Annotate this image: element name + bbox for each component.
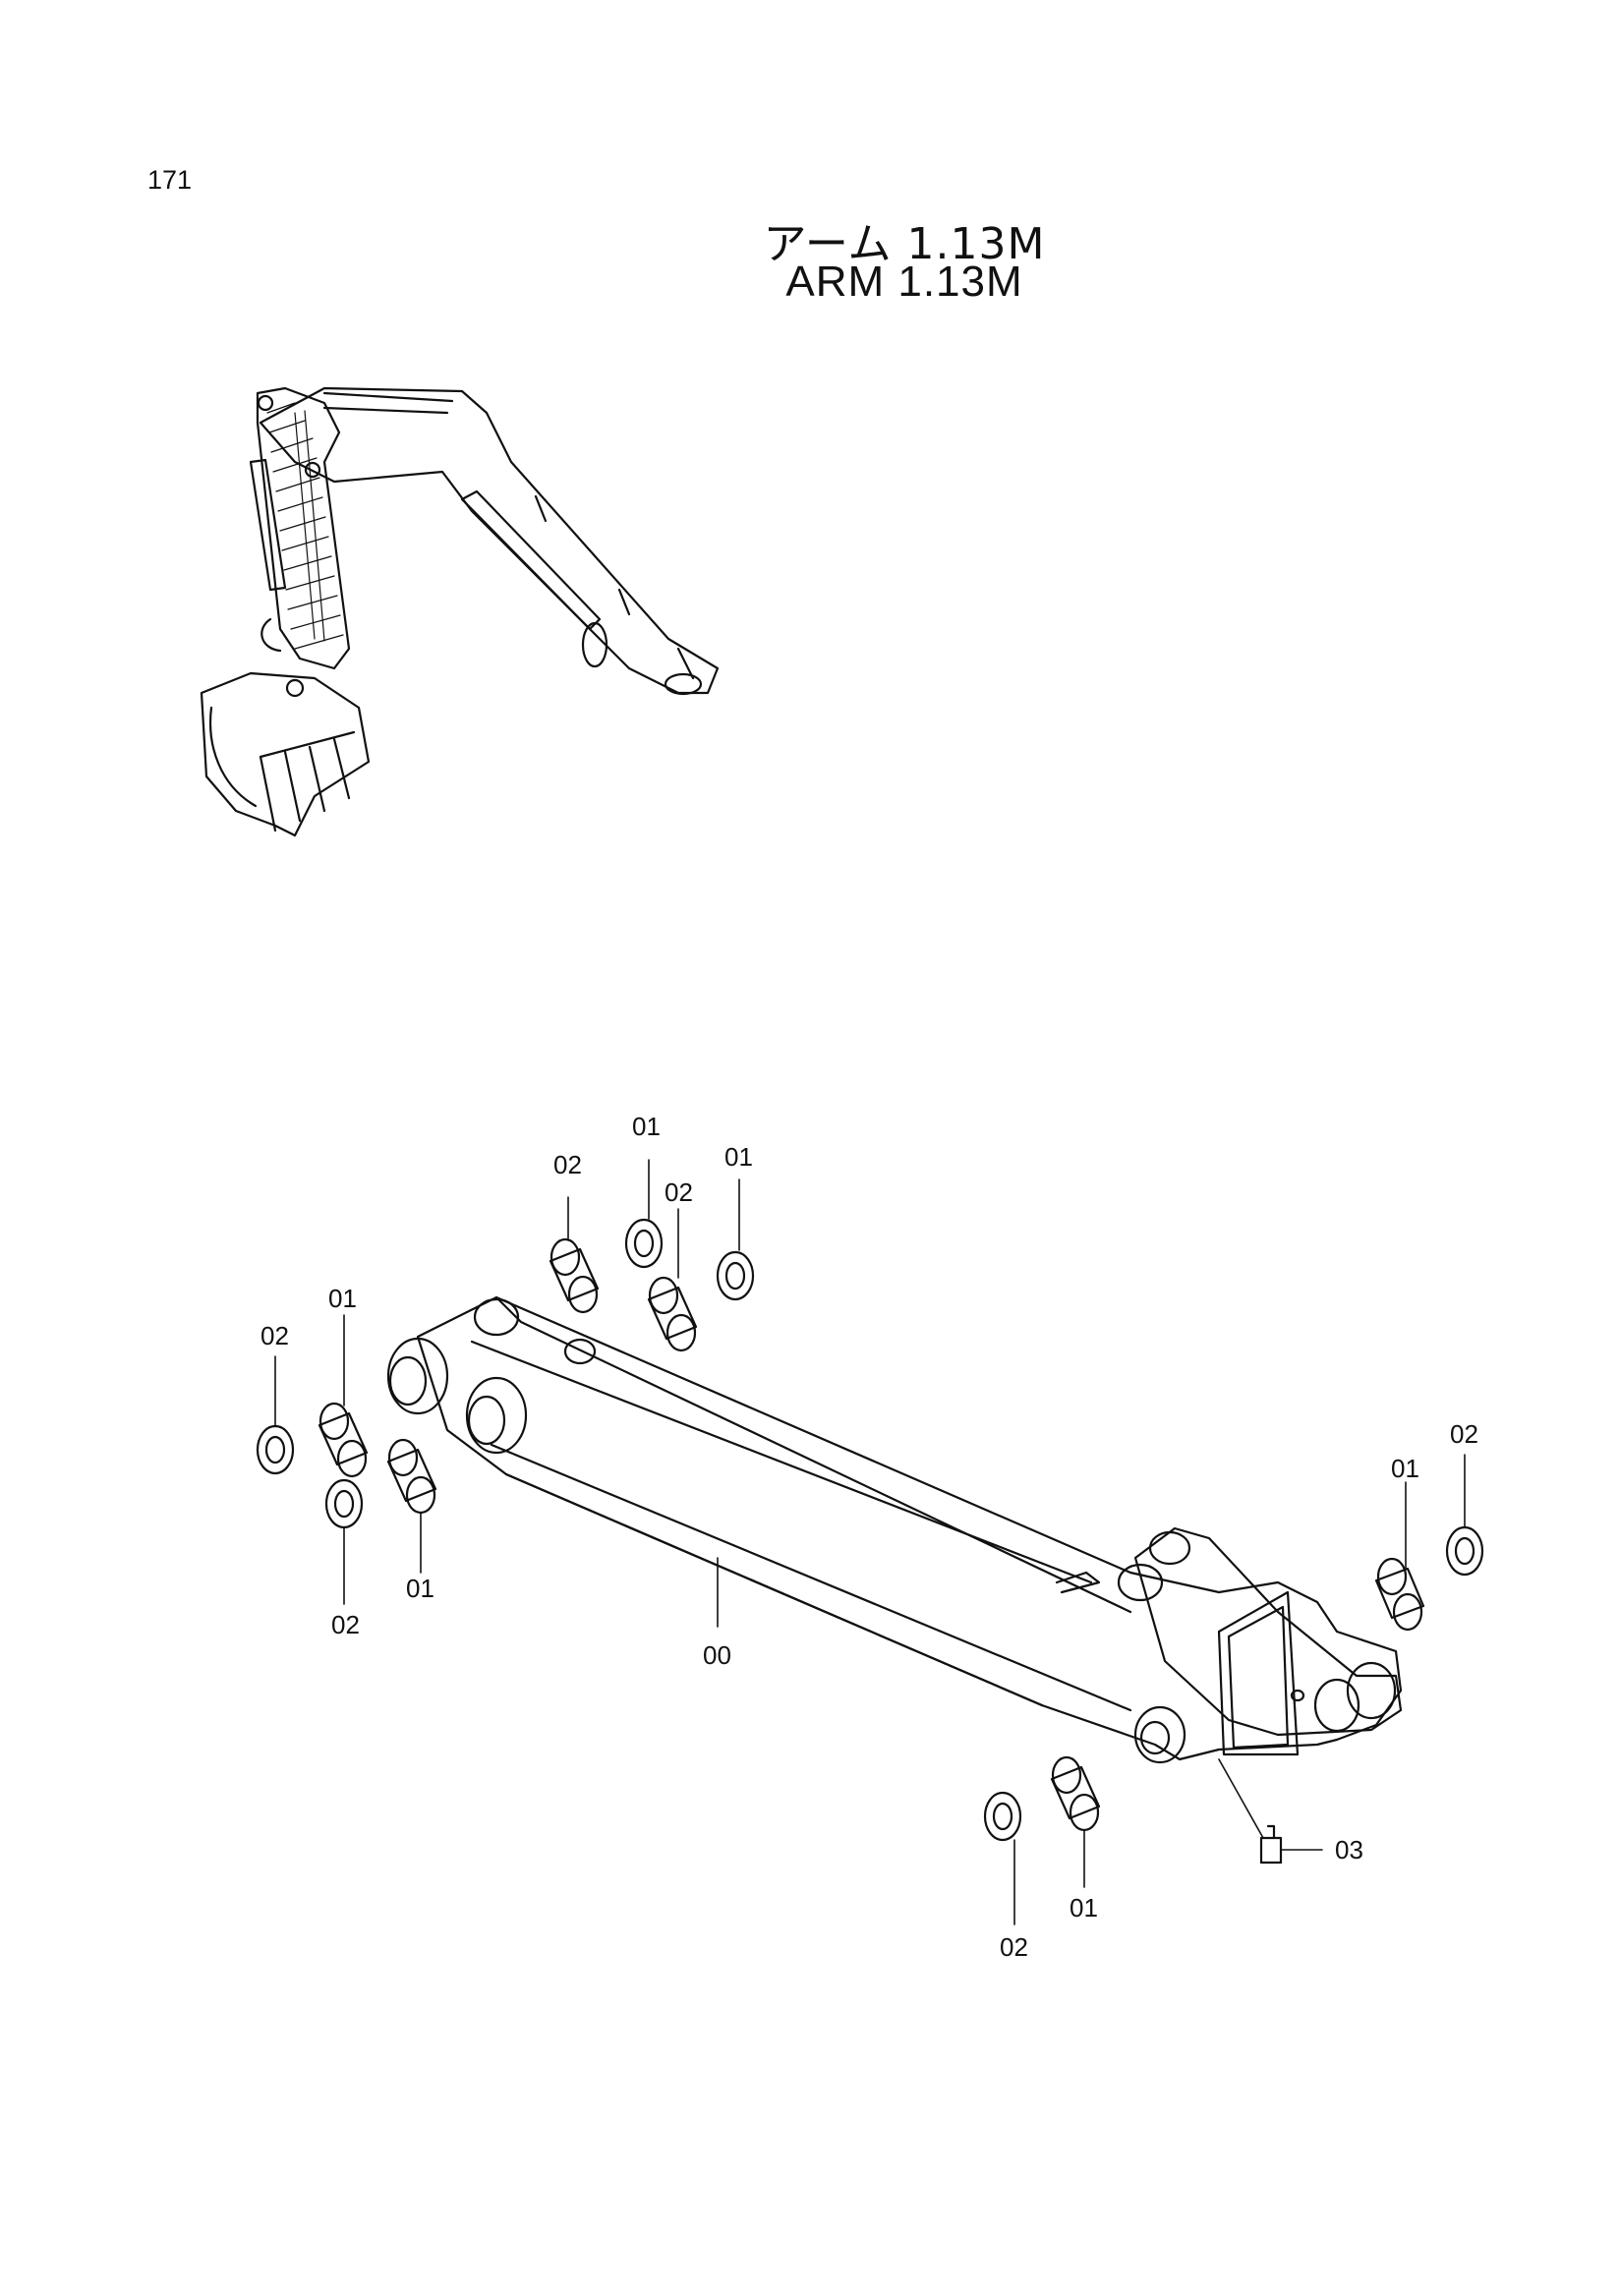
callout-label: 01: [1070, 1893, 1098, 1923]
callout-label: 02: [1450, 1419, 1478, 1449]
callout-label: 01: [1391, 1454, 1419, 1483]
callout-label: 01: [328, 1284, 357, 1313]
callout-labels: 02 01 02 01 02 01 02 01 02 00 01 02 01 0…: [260, 1112, 1478, 1962]
seal-parts: [256, 1218, 1484, 1842]
callout-label: 02: [1000, 1932, 1028, 1962]
leader-lines: [274, 1159, 1466, 1925]
callout-label: 00: [703, 1640, 731, 1670]
title-japanese: アーム 1.13M: [763, 219, 1046, 269]
title-english: ARM 1.13M: [785, 258, 1023, 306]
callout-label: 02: [665, 1177, 693, 1207]
arm-assembly-illustration: 02 01 02 01 02 01 02 01 02 00 01 02 01 0…: [256, 1112, 1484, 1962]
callout-label: 02: [331, 1610, 360, 1639]
callout-label: 01: [406, 1574, 434, 1603]
callout-label: 01: [632, 1112, 661, 1141]
callout-label: 01: [724, 1142, 753, 1172]
bushing-parts: [318, 1237, 1425, 1832]
excavator-overview-illustration: [200, 386, 720, 837]
page-number: 171: [147, 165, 193, 195]
callout-label: 02: [260, 1321, 289, 1350]
callout-label: 03: [1335, 1835, 1363, 1865]
callout-label: 02: [553, 1150, 582, 1179]
grease-fitting-part: [1259, 1824, 1283, 1865]
